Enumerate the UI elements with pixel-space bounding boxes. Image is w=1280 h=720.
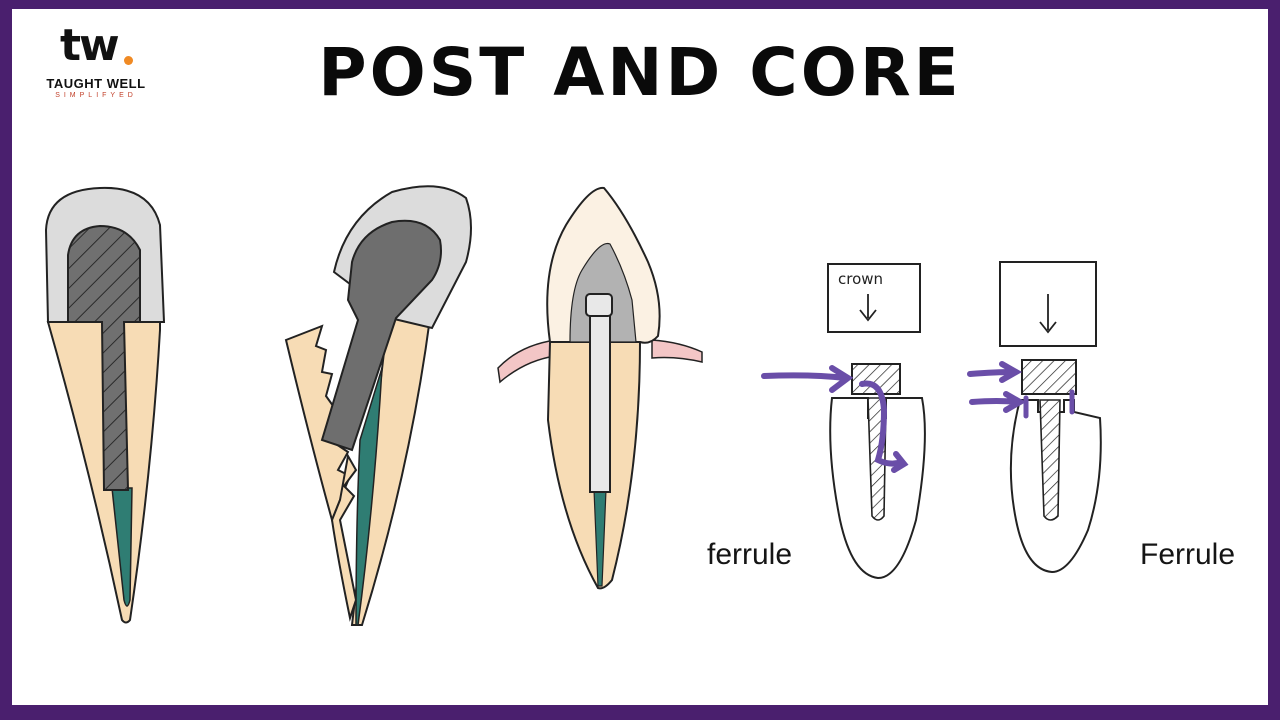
fracture-path-1 xyxy=(859,380,909,473)
logo-tagline: SIMPLIFYED xyxy=(55,92,137,99)
crown-box-1 xyxy=(827,263,921,333)
ferrule-label-right: Ferrule xyxy=(1140,538,1236,571)
crown-arrow-1 xyxy=(859,294,877,322)
ferrule-sketch-with xyxy=(967,261,1102,574)
tooth-prefab-post xyxy=(497,186,703,590)
force-arrow-1 xyxy=(761,365,854,393)
tooth1-canal xyxy=(111,487,133,607)
tooth3-post xyxy=(589,311,611,493)
crown-arrow-2 xyxy=(1039,294,1057,334)
tooth3-post-head xyxy=(585,293,613,317)
logo-mark: tw xyxy=(60,20,120,71)
force-arrow-2b xyxy=(969,391,1027,413)
logo: tw TAUGHT WELL SIMPLIFYED xyxy=(38,20,154,106)
ferrule-sketch-without: crown xyxy=(761,263,926,580)
core-block-2 xyxy=(1021,359,1077,395)
tooth2-canal xyxy=(355,367,383,626)
tooth-cast-post-core xyxy=(44,186,166,624)
tooth3-pulp xyxy=(569,242,637,343)
tooth3-gum-right xyxy=(651,339,703,363)
force-arrow-2a xyxy=(967,361,1023,383)
page-title: POST AND CORE xyxy=(318,34,962,111)
crown-box-label: crown xyxy=(838,270,883,288)
tooth1-post-core xyxy=(67,224,141,491)
tooth-root-fracture xyxy=(284,185,472,626)
ferrule-marks xyxy=(1023,389,1075,419)
tooth2-root-left xyxy=(284,324,352,524)
post-2 xyxy=(1039,399,1061,521)
tooth2-fracture-sliver xyxy=(330,453,358,622)
logo-name: TAUGHT WELL xyxy=(46,76,146,91)
tooth2-post-core xyxy=(320,219,442,452)
logo-dot xyxy=(124,56,133,65)
tooth3-gum-left xyxy=(497,339,557,384)
ferrule-label-left: ferrule xyxy=(707,538,793,571)
